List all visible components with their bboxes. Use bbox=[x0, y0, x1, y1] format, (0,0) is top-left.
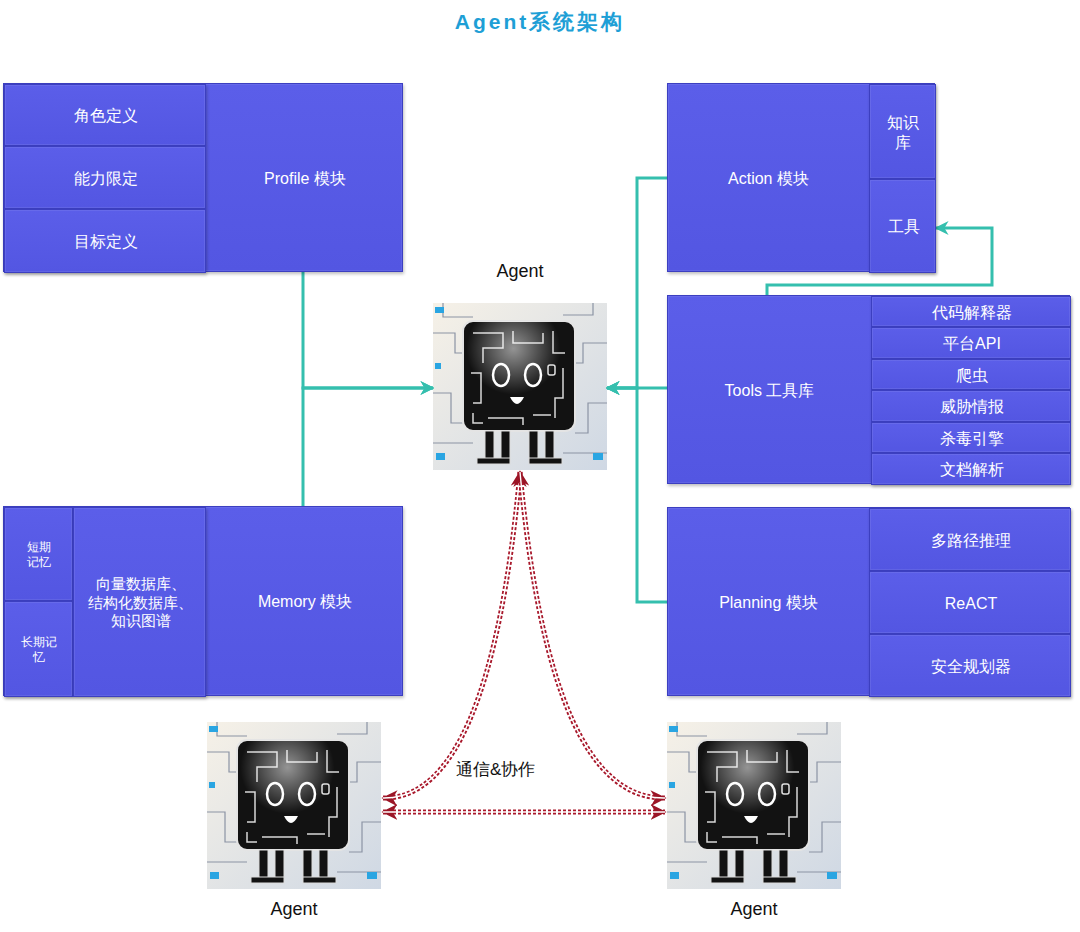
box-label: 目标定义 bbox=[74, 232, 138, 252]
module-box: Action 模块 知识 库工具 bbox=[667, 83, 935, 272]
connector-inner-line bbox=[383, 472, 520, 798]
communication-link bbox=[383, 472, 520, 798]
data-flow-connector bbox=[607, 178, 667, 388]
data-flow-connector bbox=[303, 388, 433, 506]
text-area: Planning 模块 bbox=[668, 508, 869, 697]
data-flow-connector bbox=[607, 388, 667, 602]
module-box: Planning 模块 多路径推理 ReACT 安全规划器 bbox=[667, 507, 1070, 696]
text-area: Action 模块 bbox=[668, 84, 869, 273]
text-area: 爬虫 bbox=[872, 360, 1072, 391]
sub-box: 角色定义 bbox=[4, 84, 206, 146]
sub-box: 代码解释器 bbox=[871, 296, 1071, 327]
sub-box: 安全规划器 bbox=[869, 634, 1071, 697]
box-label: Profile 模块 bbox=[264, 169, 346, 189]
connector-line bbox=[520, 472, 665, 798]
box-label: 长期记 忆 bbox=[19, 635, 60, 665]
box-label: 威胁情报 bbox=[940, 397, 1004, 417]
text-area: Memory 模块 bbox=[206, 507, 404, 697]
sub-box: 长期记 忆 bbox=[4, 601, 73, 697]
box-label: 文档解析 bbox=[940, 460, 1004, 480]
text-area: ReACT bbox=[870, 572, 1072, 635]
agent-label: Agent bbox=[270, 898, 317, 921]
connector-line bbox=[607, 178, 667, 388]
agent-node: Agent bbox=[667, 722, 841, 922]
module-box: Profile 模块 角色定义能力限定目标定义 bbox=[3, 83, 403, 272]
robot-illustration bbox=[667, 722, 841, 889]
robot-illustration bbox=[433, 303, 607, 470]
text-area: Agent bbox=[207, 896, 381, 922]
box-label: 工具 bbox=[888, 217, 920, 237]
box-label: ReACT bbox=[945, 594, 997, 614]
agent-label: Agent bbox=[496, 260, 543, 283]
connector-line bbox=[303, 272, 433, 388]
sub-box: 目标定义 bbox=[4, 209, 206, 273]
box-label: Memory 模块 bbox=[258, 592, 352, 612]
text-area: 角色定义 bbox=[5, 85, 207, 147]
box-label: 多路径推理 bbox=[931, 531, 1011, 551]
robot-illustration bbox=[207, 722, 381, 889]
sub-box: 杀毒引擎 bbox=[871, 422, 1071, 453]
connector-inner-line bbox=[383, 811, 665, 812]
box-label: Planning 模块 bbox=[719, 593, 818, 613]
agent-label: Agent bbox=[730, 898, 777, 921]
connector-label: 通信&协作 bbox=[453, 758, 538, 781]
text-area: 向量数据库、 结构化数据库、 知识图谱 bbox=[74, 508, 207, 698]
communication-link bbox=[383, 812, 665, 813]
communication-link bbox=[520, 472, 665, 798]
text-area: 安全规划器 bbox=[870, 635, 1072, 698]
text-area: 长期记 忆 bbox=[5, 602, 74, 698]
text-area: 短期 记忆 bbox=[5, 508, 74, 602]
sub-box: 向量数据库、 结构化数据库、 知识图谱 bbox=[73, 507, 206, 697]
sub-box: 爬虫 bbox=[871, 359, 1071, 390]
text-area: 知识 库 bbox=[870, 85, 937, 180]
box-label: 爬虫 bbox=[956, 366, 988, 386]
sub-box: 平台API bbox=[871, 327, 1071, 359]
text-area: 平台API bbox=[872, 328, 1072, 360]
sub-box: 文档解析 bbox=[871, 453, 1071, 485]
box-label: 短期 记忆 bbox=[25, 540, 54, 570]
text-area: Agent bbox=[433, 258, 607, 284]
box-label: 向量数据库、 结构化数据库、 知识图谱 bbox=[81, 575, 201, 631]
text-area: 目标定义 bbox=[5, 210, 207, 274]
connector-line bbox=[303, 388, 433, 506]
text-area: 杀毒引擎 bbox=[872, 423, 1072, 454]
box-label: Tools 工具库 bbox=[725, 381, 815, 401]
diagram-title: Agent系统架构 bbox=[455, 10, 626, 33]
box-label: 知识 库 bbox=[884, 113, 922, 153]
agent-node: Agent bbox=[433, 258, 607, 470]
connector-inner-line bbox=[520, 472, 665, 798]
text-area: 代码解释器 bbox=[872, 297, 1072, 328]
connector-line bbox=[383, 810, 665, 815]
sub-box: 短期 记忆 bbox=[4, 507, 73, 601]
box-label: Action 模块 bbox=[728, 169, 809, 189]
agent-node: Agent bbox=[207, 722, 381, 922]
text-area: 多路径推理 bbox=[870, 509, 1072, 572]
sub-box: ReACT bbox=[869, 571, 1071, 634]
box-label: 角色定义 bbox=[74, 106, 138, 126]
box-label: 安全规划器 bbox=[931, 657, 1011, 677]
text-area: Agent bbox=[667, 896, 841, 922]
sub-box: 多路径推理 bbox=[869, 508, 1071, 571]
box-label: 杀毒引擎 bbox=[940, 429, 1004, 449]
text-area: 文档解析 bbox=[872, 454, 1072, 486]
text-area: 威胁情报 bbox=[872, 391, 1072, 423]
text-area: Tools 工具库 bbox=[668, 296, 871, 485]
box-label: 代码解释器 bbox=[932, 303, 1012, 323]
sub-box: 能力限定 bbox=[4, 146, 206, 209]
sub-box: 威胁情报 bbox=[871, 390, 1071, 422]
data-flow-connector bbox=[303, 272, 433, 388]
text-area: Profile 模块 bbox=[206, 84, 404, 273]
text-area: 工具 bbox=[870, 180, 937, 274]
module-box: Tools 工具库 代码解释器平台API 爬虫威胁情报杀毒引擎文档解析 bbox=[667, 295, 1070, 484]
sub-box: 知识 库 bbox=[869, 84, 936, 179]
box-label: 能力限定 bbox=[74, 169, 138, 189]
sub-box: 工具 bbox=[869, 179, 936, 273]
connector-line bbox=[607, 388, 667, 602]
box-label: 平台API bbox=[943, 334, 1001, 354]
text-area: 能力限定 bbox=[5, 147, 207, 210]
connector-line bbox=[383, 472, 520, 798]
title-wrap: Agent系统架构 bbox=[0, 8, 1080, 36]
module-box: Memory 模块 短期 记忆长期记 忆向量数据库、 结构化数据库、 知识图谱 bbox=[3, 506, 403, 696]
